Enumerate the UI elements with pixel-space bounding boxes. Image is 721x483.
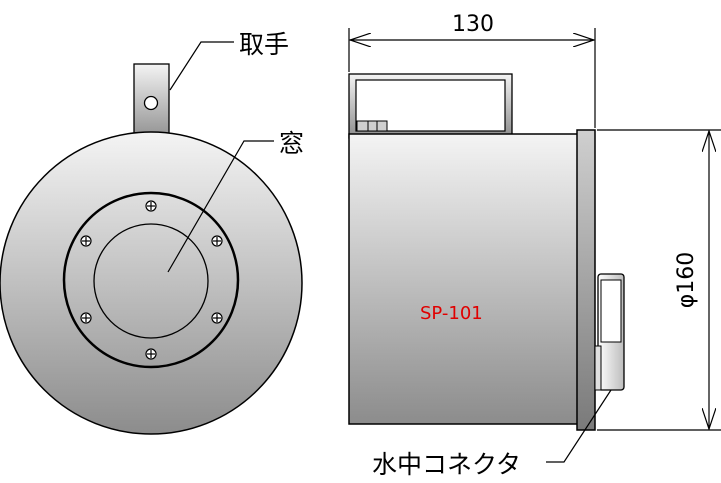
connector-label: 水中コネクタ [372,450,521,479]
handle-leader [169,41,234,91]
connector-part [594,273,625,391]
model-label: SP-101 [420,303,483,324]
handle-bolt [356,120,388,132]
side-flange [576,129,596,431]
handle-side [348,73,513,139]
window-glass [93,223,209,339]
window-label: 窓 [279,129,304,158]
screw [211,312,223,324]
diameter-dimension-text: φ160 [674,252,699,309]
screw [145,200,157,212]
dimension-diameter: φ160 [597,129,721,431]
screw [211,235,223,247]
length-dimension-text: 130 [452,12,494,37]
flange-screws [80,200,223,360]
window-leader [167,140,274,273]
dimension-length: 130 [348,12,596,128]
side-view: 水中コネクタ SP-101 [348,73,625,479]
connector-leader [546,389,612,463]
handle [133,63,170,143]
screw [80,235,92,247]
screw [80,312,92,324]
handle-label: 取手 [239,30,289,59]
handle-hole [143,95,159,111]
side-body [348,133,579,425]
front-body-circle [0,131,303,435]
screw [145,348,157,360]
window-flange [62,191,240,369]
front-view: 取手 窓 [0,30,304,435]
